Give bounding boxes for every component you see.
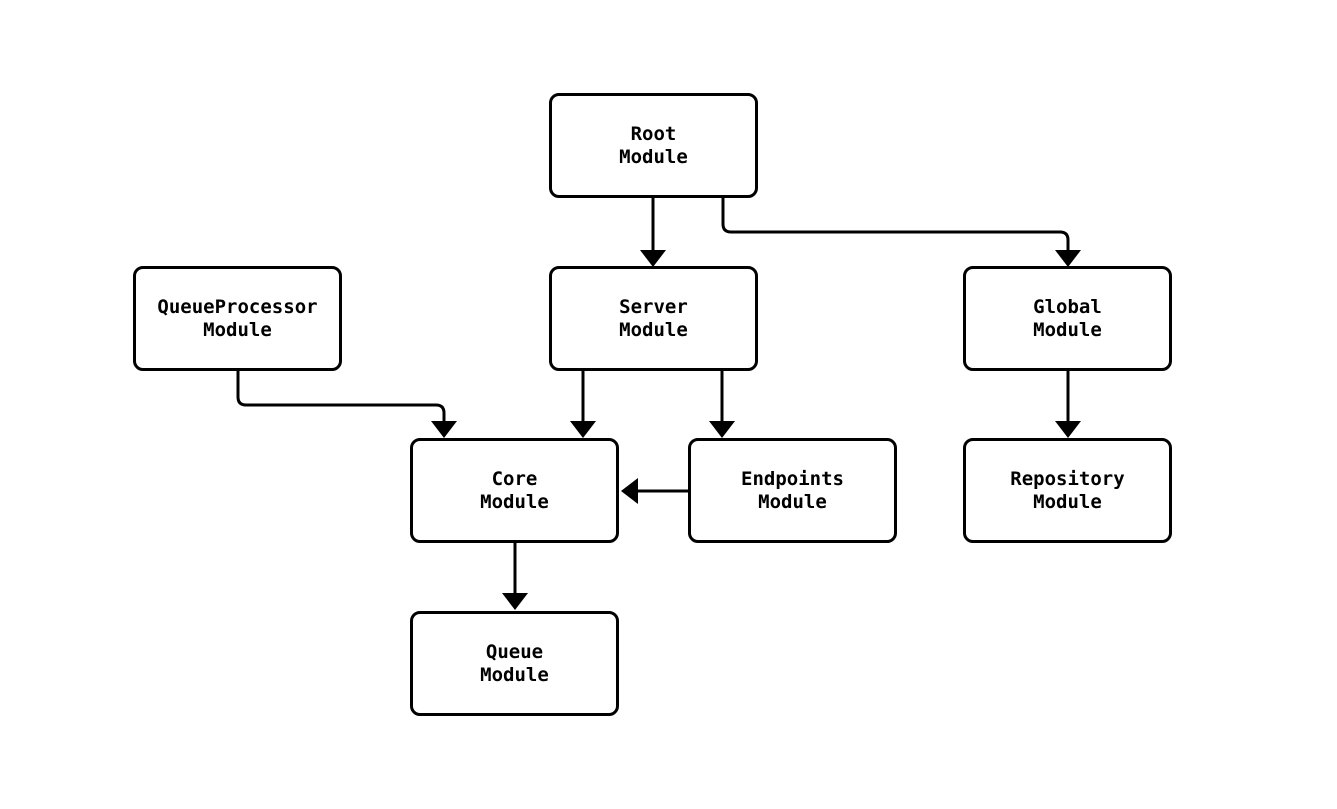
node-queue-module-label: Queue Module: [480, 640, 549, 686]
edge-server-to-endpoints: [709, 371, 735, 438]
node-server-module: Server Module: [549, 266, 758, 371]
node-repository-module: Repository Module: [963, 438, 1172, 543]
node-queueprocessor-module-label: QueueProcessor Module: [157, 295, 318, 341]
node-core-module-label: Core Module: [480, 467, 549, 513]
edge-global-to-repository: [1055, 371, 1081, 438]
edge-endpoints-to-core: [621, 478, 688, 504]
edge-core-to-queue: [502, 543, 528, 610]
edge-root-to-server: [640, 198, 666, 267]
node-queue-module: Queue Module: [410, 611, 619, 716]
node-global-module: Global Module: [963, 266, 1172, 371]
arrowhead-icon: [640, 250, 666, 267]
arrowhead-icon: [709, 421, 735, 438]
node-root-module: Root Module: [549, 93, 758, 198]
node-queueprocessor-module: QueueProcessor Module: [133, 266, 342, 371]
node-repository-module-label: Repository Module: [1010, 467, 1125, 513]
arrowhead-icon: [570, 421, 596, 438]
arrowhead-icon: [431, 421, 457, 438]
node-server-module-label: Server Module: [619, 295, 688, 341]
node-endpoints-module-label: Endpoints Module: [741, 467, 844, 513]
edge-queueprocessor-to-core: [236, 371, 457, 438]
arrowhead-icon: [1055, 250, 1081, 267]
arrowhead-icon: [621, 478, 638, 504]
node-global-module-label: Global Module: [1033, 295, 1102, 341]
node-endpoints-module: Endpoints Module: [688, 438, 897, 543]
edge-root-to-global: [721, 198, 1081, 267]
arrowhead-icon: [1055, 421, 1081, 438]
edge-server-to-core: [570, 371, 596, 438]
node-core-module: Core Module: [410, 438, 619, 543]
node-root-module-label: Root Module: [619, 122, 688, 168]
arrowhead-icon: [502, 593, 528, 610]
